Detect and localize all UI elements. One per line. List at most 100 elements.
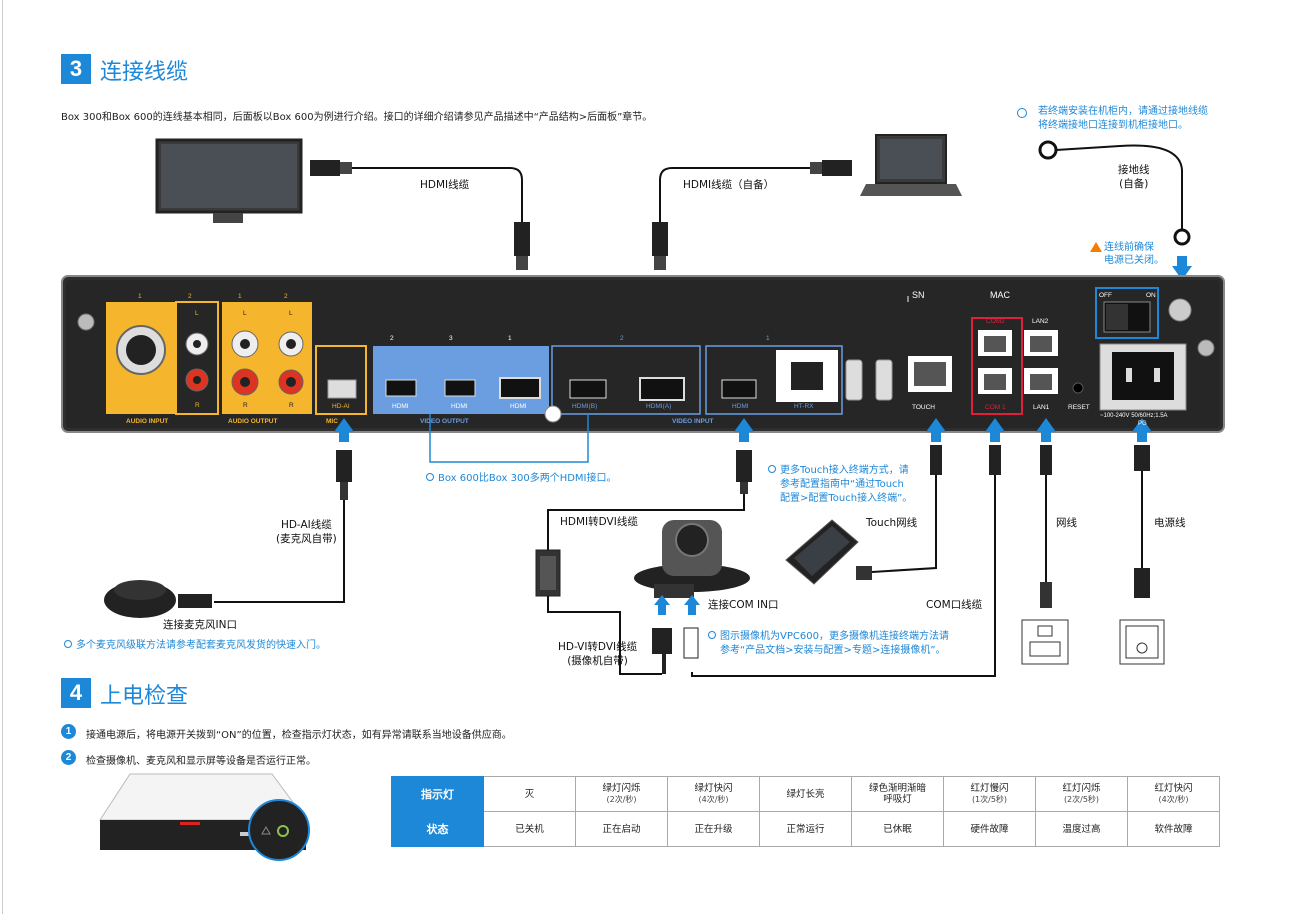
- touch-port-label: TOUCH: [912, 404, 935, 411]
- hd-ai-port-label: HD-AI: [332, 403, 350, 410]
- state-row: 状态 已关机 正在启动 正在升级 正常运行 已休眠 硬件故障 温度过高 软件故障: [391, 811, 1220, 847]
- audio-input-label: AUDIO INPUT: [126, 418, 169, 425]
- lan2-label: LAN2: [1032, 318, 1049, 325]
- mic-note: 多个麦克风级联方法请参考配套麦克风发货的快速入门。: [64, 639, 326, 653]
- step-2-text: 检查摄像机、麦克风和显示屏等设备是否运行正常。: [86, 756, 316, 767]
- port-l: L: [289, 310, 293, 317]
- indicator-row: 指示灯 灭 绿灯闪烁(2次/秒) 绿灯快闪(4次/秒) 绿灯长亮 绿色渐明渐暗呼…: [391, 776, 1220, 812]
- search-icon: [768, 465, 776, 473]
- port-number: 2: [390, 335, 394, 342]
- port-l: L: [243, 310, 247, 317]
- hdmi-plug-icon: [652, 222, 668, 256]
- power-rating-label: ~100-240V 50/60Hz;1.5A: [1100, 413, 1168, 419]
- state-header: 状态: [391, 811, 484, 847]
- arrow-up-icons: [334, 418, 1152, 442]
- hdmi-port-label: HDMI: [392, 403, 409, 410]
- search-icon: [1017, 108, 1027, 118]
- hdmi-cable-label: HDMI线缆: [420, 179, 470, 191]
- sn-label: SN: [912, 290, 925, 300]
- hdmi-plug-icon: [810, 162, 822, 174]
- port-number: 1: [766, 335, 770, 342]
- port-l: L: [195, 310, 199, 317]
- step-1-number: 1: [61, 724, 76, 739]
- camera-icon: [634, 520, 750, 598]
- state-cell: 已关机: [483, 811, 576, 847]
- status-table: 指示灯 灭 绿灯闪烁(2次/秒) 绿灯快闪(4次/秒) 绿灯长亮 绿色渐明渐暗呼…: [391, 776, 1220, 847]
- hdmi-plug-icon: [654, 256, 666, 270]
- port-number: 2: [188, 293, 192, 300]
- power-off-warning: 连线前确保 电源已关闭。: [1104, 242, 1164, 266]
- com-in-label: 连接COM IN口: [708, 599, 779, 611]
- indicator-cell: 灭: [483, 776, 576, 812]
- step-2-number: 2: [61, 750, 76, 765]
- indicator-cell: 绿色渐明渐暗呼吸灯: [851, 776, 944, 812]
- hd-ai-cable-label: HD-AI线缆 (麦克风自带): [276, 519, 337, 545]
- port-number: 1: [238, 293, 242, 300]
- mic-in-label: 连接麦克风IN口: [163, 619, 237, 631]
- com-cable-label: COM口线缆: [926, 599, 983, 611]
- section-4-badge: 4: [61, 678, 91, 708]
- box600-note: Box 600比Box 300多两个HDMI接口。: [426, 472, 617, 486]
- ground-cable-label: 接地线 (自备): [1118, 164, 1150, 190]
- hdmi-cable-own-label: HDMI线缆（自备）: [683, 179, 775, 191]
- hdmi-port-label: HDMI: [451, 403, 468, 410]
- video-output-label: VIDEO OUTPUT: [420, 418, 469, 425]
- pg-label: PG: [1138, 421, 1147, 427]
- state-cell: 正在升级: [667, 811, 760, 847]
- indicator-cell: 红灯慢闪(1次/5秒): [943, 776, 1036, 812]
- search-icon: [708, 631, 716, 639]
- com1-label: COM 1: [985, 404, 1006, 411]
- hdmi-plug-icon: [516, 256, 528, 270]
- port-r: R: [243, 402, 248, 409]
- port-r: R: [289, 402, 294, 409]
- hdmi-cable-2: [659, 167, 812, 222]
- hdmi-dvi-cable-label: HDMI转DVI线缆: [560, 516, 638, 528]
- touch-cable-label: Touch网线: [866, 517, 918, 529]
- hdmi-a-label: HDMI(A): [646, 403, 672, 410]
- port-r: R: [195, 402, 200, 409]
- hdmi-plug-icon: [340, 162, 352, 174]
- port-number: 2: [620, 335, 624, 342]
- page-border: [2, 0, 3, 914]
- hdmi-plug-icon: [822, 160, 852, 176]
- port-number: 1: [508, 335, 512, 342]
- state-cell: 正常运行: [759, 811, 852, 847]
- indicator-cell: 红灯闪烁(2次/5秒): [1035, 776, 1128, 812]
- off-label: OFF: [1099, 292, 1112, 299]
- ht-rx-label: HT-RX: [794, 403, 814, 410]
- ground-cable-icon: [1038, 140, 1191, 246]
- mac-label: MAC: [990, 290, 1010, 300]
- section-3-title: 连接线缆: [100, 60, 189, 85]
- ground-note: 若终端安装在机柜内，请通过接地线缆 将终端接地口连接到机柜接地口。: [1038, 106, 1208, 131]
- video-input-label: VIDEO INPUT: [672, 418, 714, 425]
- audio-output-label: AUDIO OUTPUT: [228, 418, 278, 425]
- section-4-title: 上电检查: [100, 684, 189, 709]
- power-cable-label: 电源线: [1154, 517, 1186, 529]
- camera-note: 图示摄像机为VPC600，更多摄像机连接终端方法请 参考“产品文档>安装与配置>…: [708, 630, 949, 658]
- search-icon: [426, 473, 434, 481]
- reset-label: RESET: [1068, 404, 1090, 411]
- step-1-text: 接通电源后，将电源开关拨到“ON”的位置，检查指示灯状态，如有异常请联系当地设备…: [86, 730, 512, 741]
- laptop-icon: [860, 134, 962, 196]
- connection-diagram: [61, 134, 1225, 677]
- warning-icon: [1090, 242, 1102, 252]
- search-icon: [64, 640, 72, 648]
- touch-note: 更多Touch接入终端方式，请 参考配置指南中“通过Touch 配置>配置Tou…: [768, 464, 912, 506]
- state-cell: 硬件故障: [943, 811, 1036, 847]
- state-cell: 温度过高: [1035, 811, 1128, 847]
- indicator-cell: 绿灯闪烁(2次/秒): [575, 776, 668, 812]
- port-number: 3: [449, 335, 453, 342]
- on-label: ON: [1146, 292, 1156, 299]
- hdmi-cable-1: [350, 167, 523, 222]
- intro-text: Box 300和Box 600的连线基本相同，后面板以Box 600为例进行介绍…: [61, 112, 653, 123]
- indicator-cell: 绿灯快闪(4次/秒): [667, 776, 760, 812]
- port-number: 2: [284, 293, 288, 300]
- monitor-icon: [155, 138, 303, 223]
- com2-label: COM2: [986, 318, 1005, 325]
- indicator-cell: 绿灯长亮: [759, 776, 852, 812]
- section-3-badge: 3: [61, 54, 91, 84]
- port-number: 1: [138, 293, 142, 300]
- state-cell: 正在启动: [575, 811, 668, 847]
- lan1-label: LAN1: [1033, 404, 1050, 411]
- hdmi-plug-icon: [514, 222, 530, 256]
